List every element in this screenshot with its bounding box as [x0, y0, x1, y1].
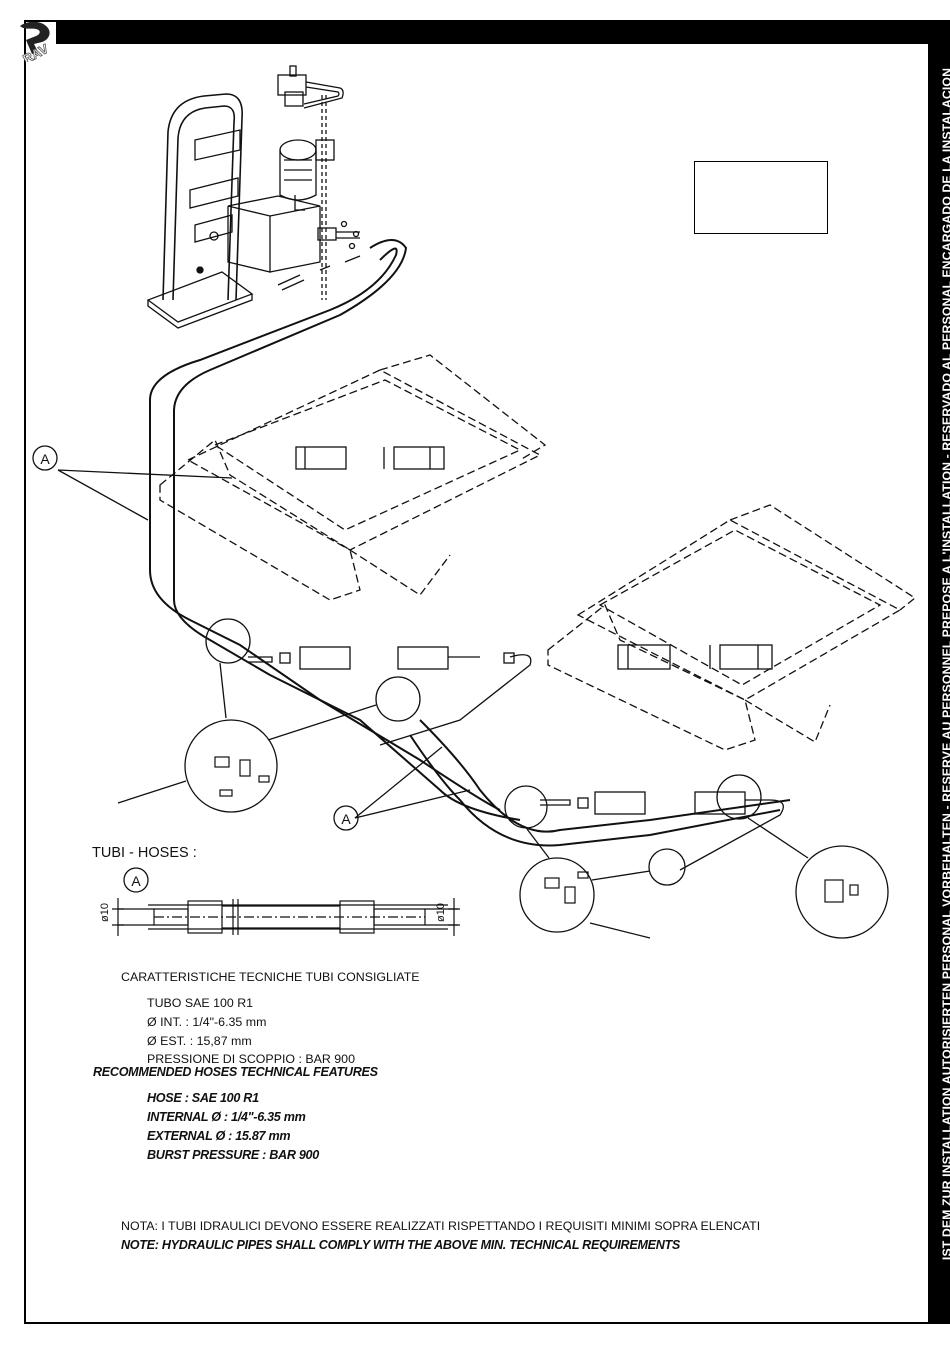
callout-label-2: A — [341, 811, 351, 827]
cylinder-row-2 — [540, 791, 784, 871]
specs-en-line: INTERNAL Ø : 1/4"-6.35 mm — [147, 1110, 306, 1124]
blank-label-box — [694, 161, 828, 234]
specs-en-line: HOSE : SAE 100 R1 — [147, 1091, 259, 1105]
specs-it-line: Ø EST. : 15,87 mm — [147, 1034, 252, 1048]
callout-leaders — [57, 469, 471, 819]
main-hoses — [149, 239, 791, 847]
specs-it-line: TUBO SAE 100 R1 — [147, 996, 254, 1010]
lift-platform-1 — [159, 354, 547, 601]
control-stand — [146, 93, 254, 329]
dimension-right: ø10 — [435, 903, 447, 922]
pump-fittings — [277, 220, 361, 291]
callout-bubble-2 — [333, 805, 359, 831]
cylinder-set-1 — [295, 446, 445, 470]
lift-platform-2 — [547, 504, 917, 751]
callout-bubble-1 — [32, 445, 58, 471]
dimension-left: ø10 — [99, 903, 111, 922]
specs-it-line: PRESSIONE DI SCOPPIO : BAR 900 — [147, 1052, 355, 1066]
valve-block — [277, 65, 344, 300]
specs-en-line: BURST PRESSURE : BAR 900 — [147, 1148, 319, 1162]
note-italian: NOTA: I TUBI IDRAULICI DEVONO ESSERE REA… — [121, 1219, 761, 1233]
cylinder-set-2 — [617, 644, 773, 670]
detail-circles — [117, 618, 889, 939]
specs-it-line: Ø INT. : 1/4"-6.35 mm — [147, 1015, 267, 1029]
callout-bubble-3 — [123, 867, 149, 893]
header-bar — [56, 20, 930, 44]
rav-logo-icon: RAV — [20, 21, 51, 62]
specs-it-title: CARATTERISTICHE TECNICHE TUBI CONSIGLIAT… — [121, 970, 420, 984]
specs-en-title: RECOMMENDED HOSES TECHNICAL FEATURES — [93, 1065, 378, 1079]
callout-label-1: A — [40, 451, 50, 467]
hoses-title: TUBI - HOSES : — [92, 845, 197, 861]
detail-fittings — [214, 756, 859, 904]
cylinder-row-1 — [248, 646, 532, 746]
specs-en-line: EXTERNAL Ø : 15.87 mm — [147, 1129, 291, 1143]
power-unit — [227, 139, 335, 273]
note-english: NOTE: HYDRAULIC PIPES SHALL COMPLY WITH … — [121, 1238, 681, 1252]
hose-section-drawing — [112, 898, 460, 936]
callout-label-3: A — [131, 873, 141, 889]
side-banner — [928, 20, 950, 1324]
